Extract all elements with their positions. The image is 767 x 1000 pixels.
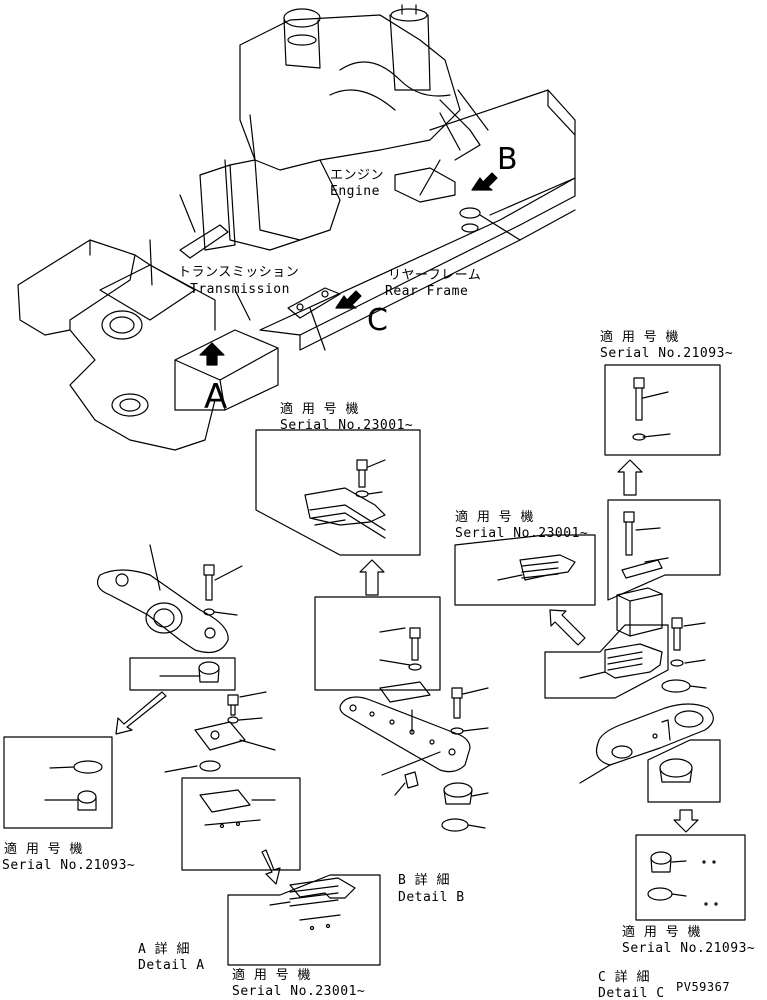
detail-b-title-jp: B 詳 細 (398, 873, 450, 888)
detail-b-mid-box (314, 596, 441, 703)
rear-frame-label-en: Rear Frame (385, 284, 469, 299)
detail-c-hollow-arrow-down-icon (673, 809, 699, 833)
detail-c-shim-box (544, 624, 669, 699)
detail-a-left-box (3, 736, 113, 829)
callout-a-letter: A (204, 377, 228, 417)
leader-lines-main (149, 112, 521, 351)
detail-a-title-en: Detail A (138, 958, 205, 973)
detail-c-hollow-arrow-diag-icon (549, 609, 586, 646)
detail-a-bolt-top (203, 564, 243, 616)
detail-b-frame-plate (339, 687, 489, 776)
detail-b-top-box (255, 429, 421, 556)
detail-c-mid-box (607, 499, 721, 601)
detail-a-serial-bottom-jp: 適 用 号 機 (232, 968, 311, 983)
detail-b-lower-parts (394, 771, 489, 832)
arrow-a-icon (199, 342, 225, 366)
detail-c-serial-top-jp: 適 用 号 機 (600, 330, 679, 345)
detail-c-block (616, 587, 663, 637)
detail-c-title-jp: C 詳 細 (598, 970, 650, 985)
detail-a-mount-box (129, 657, 236, 691)
transmission (17, 224, 229, 451)
detail-b-serial-top-en: Serial No.23001~ (280, 418, 414, 433)
engine (199, 4, 489, 251)
detail-c-serial-bottom-jp: 適 用 号 機 (622, 925, 701, 940)
detail-a-bracket (97, 544, 229, 653)
mount-c-main (287, 287, 341, 319)
detail-c-bolt-washers (661, 617, 707, 693)
detail-c-plate (579, 703, 714, 784)
arrow-b-icon (471, 172, 498, 191)
detail-c-hollow-arrow-up-icon (617, 459, 643, 496)
rear-frame (259, 89, 576, 351)
detail-c-serial-mid-en: Serial No.23001~ (455, 526, 589, 541)
detail-a-plate (164, 691, 276, 773)
detail-a-title-jp: A 詳 細 (138, 942, 190, 957)
detail-c-top-box (604, 364, 721, 456)
callout-c-letter: C (367, 303, 388, 338)
detail-a-serial-left-en: Serial No.21093~ (2, 858, 136, 873)
detail-b-hollow-arrow-icon (359, 559, 385, 596)
detail-c-title-en: Detail C (598, 986, 665, 1000)
detail-a-hollow-arrow-icon (115, 691, 167, 735)
engine-label-en: Engine (330, 184, 380, 199)
detail-a-bottom-box (227, 874, 381, 966)
detail-b-serial-top-jp: 適 用 号 機 (280, 402, 359, 417)
rear-frame-label-jp: リヤーフレーム (388, 268, 482, 283)
detail-a-serial-left-jp: 適 用 号 機 (4, 842, 83, 857)
detail-c-bottom-box (635, 834, 746, 921)
callout-b-letter: B (497, 142, 518, 177)
detail-c-serial-mid-jp: 適 用 号 機 (455, 510, 534, 525)
detail-a-shim-box (181, 777, 301, 871)
arrow-c-icon (335, 290, 362, 309)
detail-c-mount-box (647, 739, 721, 803)
callout-box-a (174, 329, 279, 411)
transmission-label-en: Transmission (190, 282, 290, 297)
detail-b-side-box (454, 534, 596, 606)
detail-a-serial-bottom-en: Serial No.23001~ (232, 984, 366, 999)
detail-c-serial-bottom-en: Serial No.21093~ (622, 941, 756, 956)
mount-b-main (394, 167, 481, 233)
detail-c-serial-top-en: Serial No.21093~ (600, 346, 734, 361)
detail-b-title-en: Detail B (398, 890, 465, 905)
drawing-code: PV59367 (676, 980, 731, 994)
detail-a-hollow-arrow-down-icon (261, 849, 281, 885)
transmission-label-jp: トランスミッション (178, 265, 300, 280)
engine-label-jp: エンジン (330, 168, 385, 183)
